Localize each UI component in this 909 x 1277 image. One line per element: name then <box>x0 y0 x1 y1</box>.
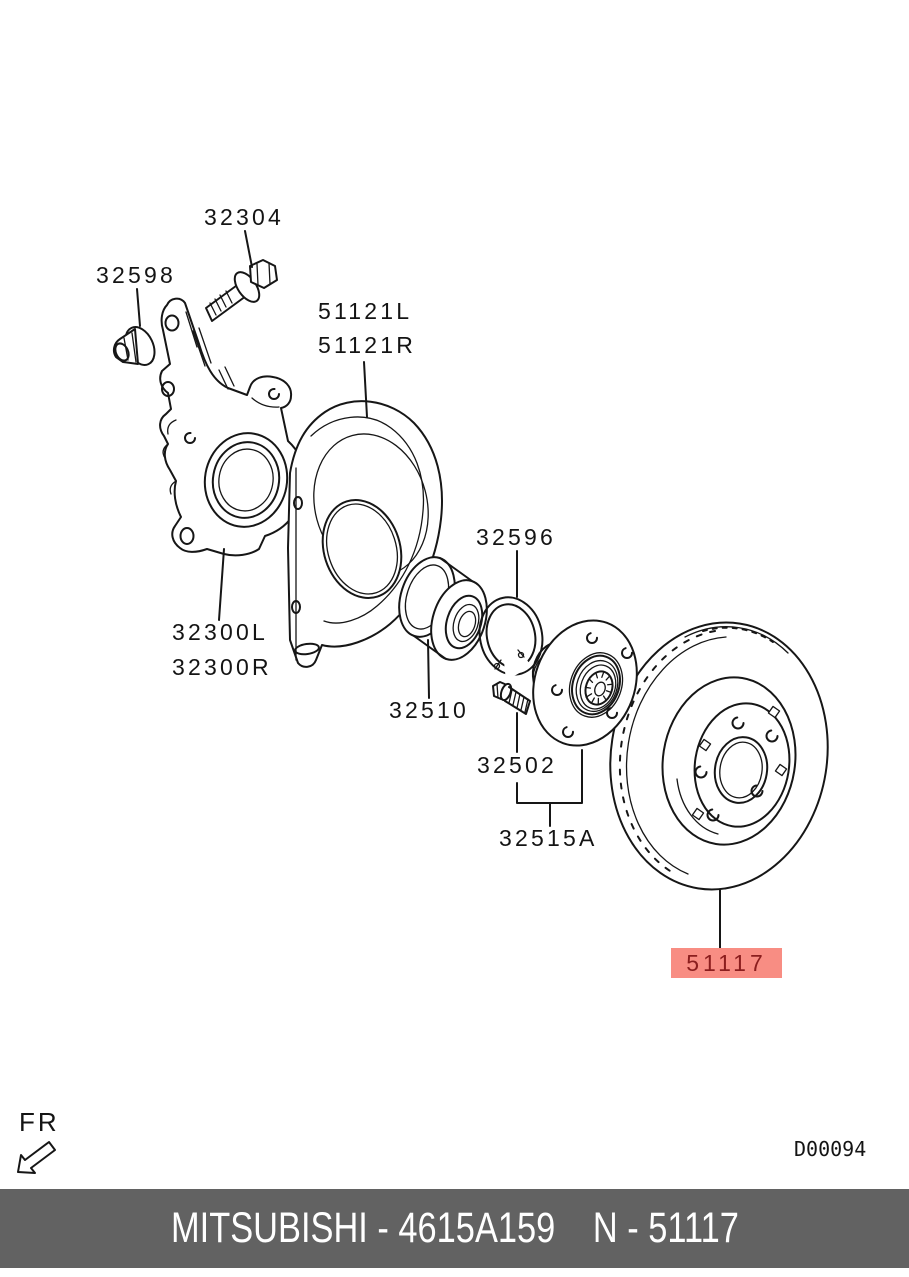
fr-label: FR <box>19 1107 60 1137</box>
part-label-dust-shield-r[interactable]: 51121R <box>318 332 417 358</box>
brake-disc-drawing <box>609 621 829 891</box>
drawing-code: D00094 <box>794 1137 867 1161</box>
part-label-dust-shield-l[interactable]: 51121L <box>318 298 413 324</box>
part-label-hub-assembly[interactable]: 32515A <box>499 825 598 851</box>
nut-drawing <box>112 326 156 366</box>
part-label-knuckle-r[interactable]: 32300R <box>172 654 272 680</box>
part-label-brake-disc[interactable]: 51117 <box>686 949 767 976</box>
hub-drawing <box>531 619 638 747</box>
footer-bar: MITSUBISHI - 4615A159 N - 51117 <box>0 1189 909 1268</box>
footer-right-text: N - 51117 <box>592 1204 739 1252</box>
part-label-wheel-stud[interactable]: 32502 <box>477 752 557 778</box>
part-label-knuckle-l[interactable]: 32300L <box>172 619 268 645</box>
fr-arrow-icon <box>17 1141 56 1174</box>
part-label-bolt[interactable]: 32304 <box>204 204 284 230</box>
bearing-drawing <box>398 556 488 661</box>
stud-drawing <box>492 681 531 715</box>
snap-ring-drawing <box>478 596 544 681</box>
part-label-nut[interactable]: 32598 <box>96 262 176 288</box>
highlight-label-box[interactable]: 51117 <box>671 948 782 978</box>
footer-text: MITSUBISHI - 4615A159 N - 51117 <box>171 1204 739 1253</box>
knuckle-drawing <box>159 297 306 557</box>
hub-spline-hatch <box>584 671 613 706</box>
footer-left-text: MITSUBISHI - 4615A159 <box>170 1204 555 1252</box>
bolt-drawing <box>205 259 278 322</box>
part-label-bearing[interactable]: 32510 <box>389 697 469 723</box>
leader-lines <box>136 230 721 949</box>
part-label-snap-ring[interactable]: 32596 <box>476 524 556 550</box>
